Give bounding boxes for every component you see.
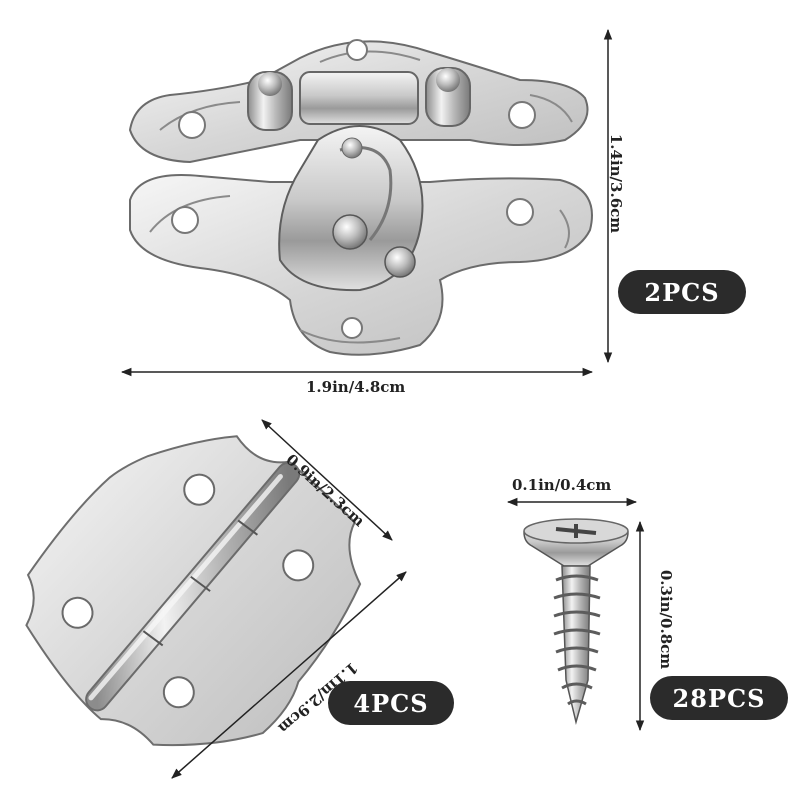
latch-knob — [332, 214, 368, 250]
latch-hole — [341, 317, 363, 339]
screw-head-label: 0.1in/0.4cm — [512, 476, 612, 494]
hinge-hole — [183, 473, 216, 506]
latch-quantity-badge: 2PCS — [618, 270, 746, 314]
screw-shank — [561, 565, 591, 725]
screw-image — [523, 518, 629, 725]
hinge-width-dimension — [261, 419, 393, 541]
latch-knob — [384, 246, 416, 278]
screw-quantity-badge: 28PCS — [650, 676, 788, 720]
latch-height-label: 1.4in/3.6cm — [607, 133, 626, 234]
latch-hole — [506, 198, 534, 226]
hinge-quantity-badge: 4PCS — [328, 681, 454, 725]
screw-length-label: 0.3in/0.8cm — [657, 569, 676, 670]
latch-hole — [508, 101, 536, 129]
latch-hole — [178, 111, 206, 139]
latch-image — [128, 39, 593, 356]
hinge-length-dimension — [171, 571, 407, 779]
latch-hole — [171, 206, 199, 234]
latch-width-label: 1.9in/4.8cm — [306, 378, 406, 396]
hinge-hole — [61, 596, 94, 629]
latch-barrel — [299, 71, 419, 125]
latch-hole — [346, 39, 368, 61]
